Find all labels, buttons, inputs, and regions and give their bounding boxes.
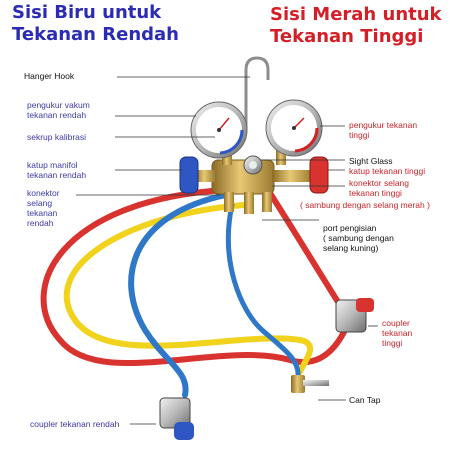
low-side-title-line-2: Tekanan Rendah bbox=[12, 24, 179, 45]
label-hose-connector-low-line-1: konektor bbox=[27, 188, 60, 198]
label-charging-port: port pengisian ( sambung dengan selang k… bbox=[323, 223, 394, 253]
label-high-gauge: pengukur tekanan tinggi bbox=[349, 120, 417, 140]
hose-yellow bbox=[63, 202, 314, 375]
high-side-pipe bbox=[272, 170, 312, 182]
fitting-high bbox=[262, 192, 272, 212]
red-knob bbox=[309, 156, 329, 194]
label-coupler-high-line-2: tekanan bbox=[382, 328, 413, 338]
hanger-hook bbox=[244, 56, 270, 130]
low-side-title-line-1: Sisi Biru untuk bbox=[12, 2, 162, 23]
label-charging-port-line-2: ( sambung dengan bbox=[323, 233, 394, 243]
hose-red bbox=[265, 187, 343, 308]
label-coupler-high: coupler tekanan tinggi bbox=[382, 318, 412, 348]
label-charging-port-line-3: selang kuning) bbox=[323, 243, 379, 253]
label-hose-connector-high-line-1: konektor selang bbox=[349, 178, 410, 188]
label-charging-port-line-1: port pengisian bbox=[323, 223, 377, 233]
label-high-valve: katup tekanan tinggi bbox=[349, 166, 426, 176]
label-sight-glass: Sight Glass bbox=[349, 156, 393, 166]
label-hose-connector-low: konektor selang tekanan rendah bbox=[27, 188, 60, 228]
label-hose-connector-high-line-2: tekanan tinggi bbox=[349, 188, 402, 198]
label-coupler-high-line-1: coupler bbox=[382, 318, 410, 328]
fitting-low bbox=[224, 192, 234, 212]
manifold-stem-right bbox=[276, 145, 286, 165]
label-hose-connector-low-line-2: selang bbox=[27, 198, 53, 208]
label-hose-connector-high: konektor selang tekanan tinggi bbox=[349, 178, 409, 198]
label-hanger-hook: Hanger Hook bbox=[24, 71, 75, 81]
label-high-gauge-line-2: tinggi bbox=[349, 130, 370, 140]
label-high-connect-note: ( sambung dengan selang merah ) bbox=[300, 200, 430, 210]
label-hose-connector-low-line-4: rendah bbox=[27, 218, 54, 228]
high-side-title: Sisi Merah untuk Tekanan Tinggi bbox=[270, 4, 442, 48]
hose-blue-2 bbox=[226, 202, 301, 381]
fitting-charge bbox=[244, 192, 254, 214]
high-side-title-line-1: Sisi Merah untuk bbox=[270, 4, 442, 25]
label-manifold-valve-low: katup manifol tekanan rendah bbox=[27, 160, 86, 180]
low-side-pipe bbox=[195, 170, 215, 182]
manifold-body bbox=[211, 159, 275, 195]
low-side-title: Sisi Biru untuk Tekanan Rendah bbox=[12, 2, 179, 46]
label-can-tap: Can Tap bbox=[349, 395, 381, 405]
label-manifold-valve-low-line-2: tekanan rendah bbox=[27, 170, 87, 180]
label-coupler-high-line-3: tinggi bbox=[382, 338, 403, 348]
blue-knob bbox=[179, 156, 199, 194]
label-vacuum-gauge-line-1: pengukur vakum bbox=[27, 100, 90, 110]
label-high-gauge-line-1: pengukur tekanan bbox=[349, 120, 418, 130]
label-vacuum-gauge: pengukur vakum tekanan rendah bbox=[27, 100, 90, 120]
high-side-title-line-2: Tekanan Tinggi bbox=[270, 26, 424, 47]
label-manifold-valve-low-line-1: katup manifol bbox=[27, 160, 78, 170]
can-tap bbox=[291, 375, 305, 393]
hose-red-loop bbox=[40, 187, 348, 367]
label-coupler-low: coupler tekanan rendah bbox=[30, 419, 120, 429]
label-hose-connector-low-line-3: tekanan bbox=[27, 208, 58, 218]
label-calibration-screw: sekrup kalibrasi bbox=[27, 132, 87, 142]
label-vacuum-gauge-line-2: tekanan rendah bbox=[27, 110, 87, 120]
hose-blue bbox=[128, 192, 229, 398]
